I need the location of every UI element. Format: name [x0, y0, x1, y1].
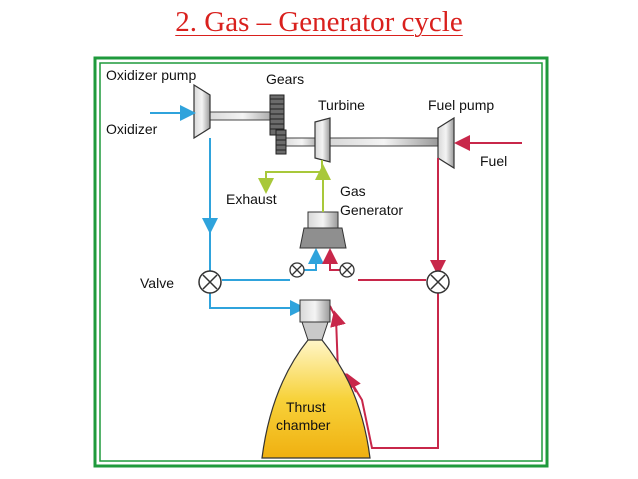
- thrust-chamber-label-line1: Thrust: [286, 399, 326, 415]
- oxidizer-line-gg-feed: [304, 248, 324, 271]
- fuel-valve-icon: [426, 270, 450, 294]
- diagram-frame-outer: [93, 56, 549, 468]
- oxidizer-valve-icon: [198, 270, 222, 294]
- fuel-cooling-arrow: [346, 372, 361, 393]
- gears-icon: [269, 94, 287, 155]
- gg-oxidizer-valve-icon: [289, 262, 305, 278]
- fuel-shaft: [329, 137, 439, 147]
- turbine-label: Turbine: [318, 97, 365, 113]
- oxidizer-label: Oxidizer: [106, 121, 158, 137]
- gears-label: Gears: [266, 71, 304, 87]
- fuel-pump-label: Fuel pump: [428, 97, 494, 113]
- turbine-icon: [314, 117, 331, 163]
- fuel-label: Fuel: [480, 153, 507, 169]
- gas-generator-icon: [299, 211, 347, 249]
- gas-generator-label-line2: Generator: [340, 202, 403, 218]
- fuel-line-gg-feed: [322, 248, 340, 271]
- oxidizer-pump-icon: [193, 83, 211, 140]
- oxidizer-shaft: [207, 111, 279, 121]
- oxidizer-line-to-chamber: [209, 292, 306, 316]
- thrust-chamber-icon: [261, 299, 371, 459]
- exhaust-line: [258, 160, 323, 194]
- fuel-pump-icon: [437, 116, 455, 170]
- exhaust-label: Exhaust: [226, 191, 277, 207]
- gg-fuel-valve-icon: [339, 262, 355, 278]
- gas-generator-label-line1: Gas: [340, 183, 366, 199]
- slide-title: 2. Gas – Generator cycle: [175, 6, 463, 38]
- oxidizer-pump-label: Oxidizer pump: [106, 67, 196, 83]
- thrust-chamber-label-line2: chamber: [276, 417, 331, 433]
- valve-label: Valve: [140, 275, 174, 291]
